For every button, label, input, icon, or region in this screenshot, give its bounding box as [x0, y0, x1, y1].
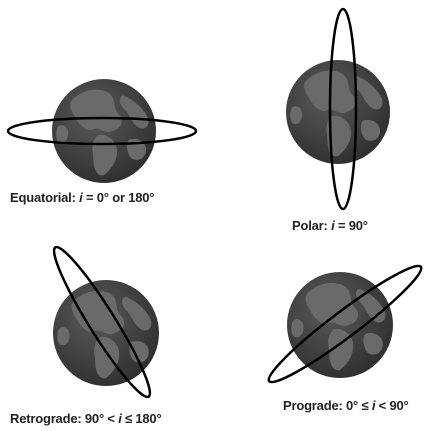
equatorial-condition-suffix: = 0° or 180°: [82, 190, 155, 205]
equatorial-caption: Equatorial: i = 0° or 180°: [10, 190, 155, 205]
polar-globe: [286, 7, 390, 211]
retrograde-caption: Retrograde: 90° < i ≤ 180°: [10, 411, 162, 426]
retrograde-condition-suffix: ≤ 180°: [121, 411, 162, 426]
prograde-condition-suffix: < 90°: [375, 398, 409, 413]
prograde-orbit: [267, 264, 423, 384]
polar-orbit: [328, 7, 358, 211]
prograde-globe: [267, 264, 423, 384]
retrograde-orbit: [52, 245, 152, 399]
polar-condition-suffix: = 90°: [334, 218, 368, 233]
prograde-condition-var: i: [371, 398, 376, 413]
equatorial-orbit: [6, 116, 198, 146]
equatorial-globe: [6, 79, 198, 183]
retrograde-globe: [52, 245, 159, 399]
retrograde-label: Retrograde: [10, 411, 78, 426]
retrograde-condition-var: i: [118, 411, 122, 426]
prograde-caption: Prograde: 0° ≤ i < 90°: [283, 398, 409, 413]
prograde-condition-prefix: 0° ≤: [346, 398, 372, 413]
retrograde-condition-prefix: 90° <: [84, 411, 119, 426]
polar-label: Polar: [292, 218, 324, 233]
polar-caption: Polar: i = 90°: [292, 218, 368, 233]
equatorial-condition-var: i: [79, 190, 83, 205]
polar-condition-var: i: [331, 218, 335, 233]
equatorial-label: Equatorial: [10, 190, 72, 205]
prograde-label: Prograde: [283, 398, 339, 413]
